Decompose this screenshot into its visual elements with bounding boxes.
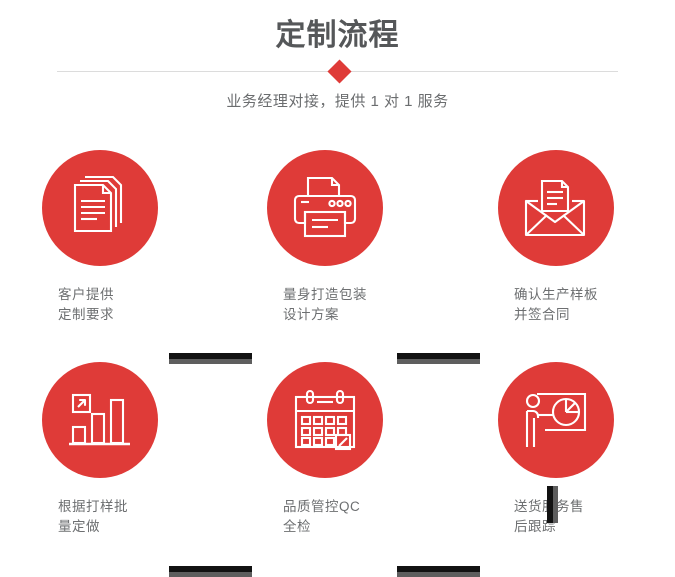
step-icon-circle-5 bbox=[267, 362, 383, 478]
step-label-line-1: 客户提供 bbox=[58, 287, 114, 302]
process-steps: 客户提供 定制要求 量身打造包装 bbox=[0, 150, 675, 577]
step-label-line-1: 根据打样批 bbox=[58, 499, 128, 514]
step-item-1[interactable]: 客户提供 定制要求 bbox=[10, 150, 190, 325]
step-label-line-2: 定制要求 bbox=[58, 307, 114, 322]
connector-segment-dark bbox=[547, 486, 553, 523]
connector-segment-light bbox=[397, 359, 480, 364]
connector-vertical-1 bbox=[547, 486, 558, 523]
connector-segment-light bbox=[553, 486, 558, 523]
connector-segment-light bbox=[397, 572, 480, 577]
step-label-line-2: 后跟踪 bbox=[514, 519, 556, 534]
step-item-2[interactable]: 量身打造包装 设计方案 bbox=[235, 150, 415, 325]
step-icon-circle-1 bbox=[42, 150, 158, 266]
connector-horizontal-2 bbox=[397, 353, 480, 364]
step-label-5: 品质管控QC 全检 bbox=[235, 497, 415, 537]
step-item-6[interactable]: 送货服务售 后跟踪 bbox=[466, 362, 646, 537]
step-icon-circle-3 bbox=[498, 150, 614, 266]
diamond-marker-icon bbox=[327, 59, 352, 84]
step-label-2: 量身打造包装 设计方案 bbox=[235, 285, 415, 325]
connector-segment-dark bbox=[397, 353, 480, 359]
page-title: 定制流程 bbox=[275, 19, 400, 52]
title-divider bbox=[57, 59, 618, 84]
step-icon-circle-4 bbox=[42, 362, 158, 478]
connector-segment-dark bbox=[169, 353, 252, 359]
step-label-line-2: 量定做 bbox=[58, 519, 100, 534]
step-item-5[interactable]: 品质管控QC 全检 bbox=[235, 362, 415, 537]
step-label-line-1: 品质管控QC bbox=[283, 499, 361, 514]
step-icon-circle-2 bbox=[267, 150, 383, 266]
page-subtitle: 业务经理对接，提供 1 对 1 服务 bbox=[226, 93, 449, 110]
step-label-4: 根据打样批 量定做 bbox=[10, 497, 190, 537]
step-label-1: 客户提供 定制要求 bbox=[10, 285, 190, 325]
connector-segment-light bbox=[169, 572, 252, 577]
step-label-line-2: 全检 bbox=[283, 519, 311, 534]
step-item-3[interactable]: 确认生产样板 并签合同 bbox=[466, 150, 646, 325]
step-label-line-1: 确认生产样板 bbox=[514, 287, 598, 302]
connector-horizontal-4 bbox=[397, 566, 480, 577]
connector-segment-light bbox=[169, 359, 252, 364]
connector-horizontal-1 bbox=[169, 353, 252, 364]
step-label-line-2: 并签合同 bbox=[514, 307, 570, 322]
connector-horizontal-3 bbox=[169, 566, 252, 577]
step-icon-circle-6 bbox=[498, 362, 614, 478]
step-label-line-2: 设计方案 bbox=[283, 307, 339, 322]
step-label-3: 确认生产样板 并签合同 bbox=[466, 285, 646, 325]
page-header: 定制流程 业务经理对接，提供 1 对 1 服务 bbox=[0, 0, 675, 130]
step-label-line-1: 量身打造包装 bbox=[283, 287, 367, 302]
step-item-4[interactable]: 根据打样批 量定做 bbox=[10, 362, 190, 537]
